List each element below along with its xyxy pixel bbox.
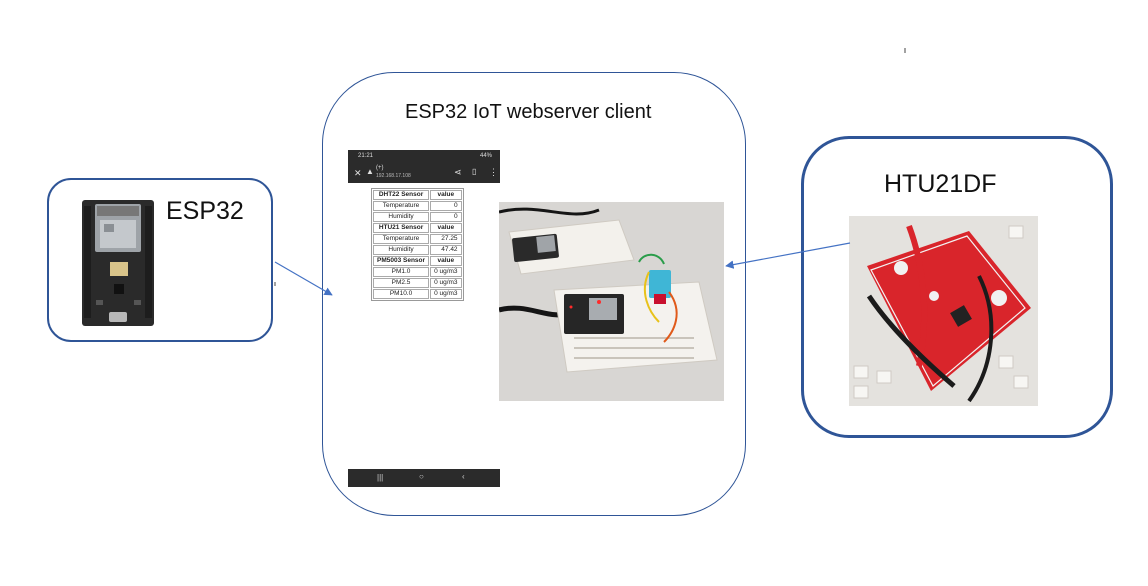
htu21df-label: HTU21DF xyxy=(884,170,997,198)
menu-icon[interactable]: ⋮ xyxy=(489,167,498,177)
close-icon[interactable]: ✕ xyxy=(354,168,362,178)
sensor-value-header: value xyxy=(430,223,462,233)
back-icon[interactable]: ‹ xyxy=(462,472,465,481)
sensor-reading-name: PM10.0 xyxy=(373,289,430,299)
home-icon[interactable]: ○ xyxy=(419,472,424,481)
sensor-group-name: PM5003 Sensor xyxy=(373,256,430,266)
sensor-reading-value: 0 xyxy=(430,201,462,211)
recent-apps-icon[interactable]: ||| xyxy=(377,473,384,482)
phone-screenshot: 21:21 44% ✕ ▲ (+) 192.168.17.108 ⋖ ▯ ⋮ D… xyxy=(348,150,500,487)
sensor-value-header: value xyxy=(430,190,462,200)
sensor-reading-value: 0 ug/m3 xyxy=(430,267,462,277)
warning-icon: ▲ xyxy=(366,167,374,176)
sensor-reading-name: PM2.5 xyxy=(373,278,430,288)
sensor-reading-name: Temperature xyxy=(373,234,430,244)
sensor-reading-name: Humidity xyxy=(373,245,430,255)
status-time: 21:21 xyxy=(358,153,374,159)
sensor-reading-name: PM1.0 xyxy=(373,267,430,277)
htu21df-sensor-photo xyxy=(849,216,1038,406)
bookmark-icon[interactable]: ▯ xyxy=(472,167,477,176)
sensor-value-header: value xyxy=(430,256,462,266)
sensor-reading-value: 27.25 xyxy=(430,234,462,244)
sensor-reading-value: 0 ug/m3 xyxy=(430,278,462,288)
phone-nav-bar: ||| ○ ‹ xyxy=(348,469,500,487)
webserver-client-title: ESP32 IoT webserver client xyxy=(405,101,652,123)
url-title: (+) xyxy=(376,165,384,171)
sensor-reading-value: 0 xyxy=(430,212,462,222)
sensor-reading-name: Temperature xyxy=(373,201,430,211)
sensor-reading-name: Humidity xyxy=(373,212,430,222)
sensor-group-name: DHT22 Sensor xyxy=(373,190,430,200)
sensor-reading-value: 0 ug/m3 xyxy=(430,289,462,299)
esp32-label: ESP32 xyxy=(166,197,244,225)
share-icon[interactable]: ⋖ xyxy=(454,167,462,177)
breadboard-photo xyxy=(499,202,724,401)
status-battery: 44% xyxy=(479,153,492,159)
esp32-board-image xyxy=(82,200,154,326)
browser-url-bar: ✕ ▲ (+) 192.168.17.108 ⋖ ▯ ⋮ xyxy=(348,163,500,183)
sensor-group-name: HTU21 Sensor xyxy=(373,223,430,233)
phone-status-bar: 21:21 44% xyxy=(348,150,500,163)
url-address[interactable]: 192.168.17.108 xyxy=(376,173,411,179)
sensor-reading-value: 47.42 xyxy=(430,245,462,255)
